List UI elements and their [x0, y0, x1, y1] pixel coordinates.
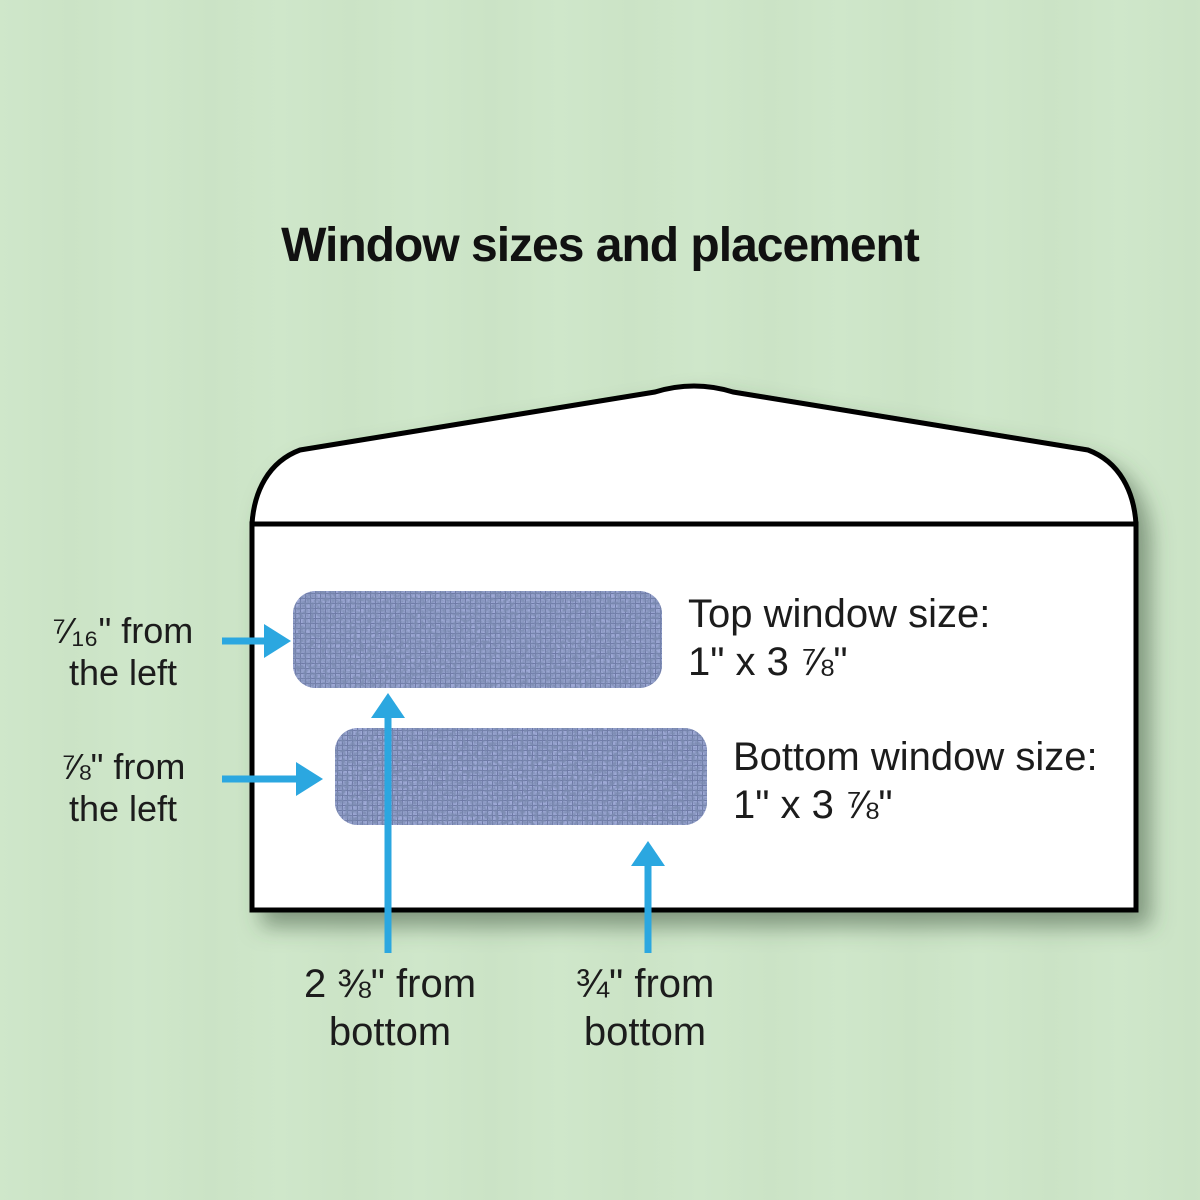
label-line: bottom — [328, 1010, 452, 1054]
label-line: 1" x 3 ⅞" — [733, 783, 893, 827]
label-line: ¾" from — [575, 962, 715, 1006]
label-line: 2 ⅜" from — [303, 962, 477, 1006]
top-window-size-label: Top window size: 1" x 3 ⅞" — [688, 590, 990, 686]
bottom-window-left-arrow-icon — [222, 762, 323, 796]
label-line: the left — [68, 652, 178, 694]
top-window-bottom-offset-label: 2 ⅜" from bottom — [260, 960, 520, 1056]
top-window-texture — [293, 591, 662, 688]
bottom-window-size-label: Bottom window size: 1" x 3 ⅞" — [733, 733, 1098, 829]
label-line: ⅞" from — [60, 746, 186, 787]
envelope-body — [249, 521, 1139, 913]
label-line: the left — [68, 788, 178, 830]
bottom-window-left-offset-label: ⅞" from the left — [13, 746, 233, 831]
label-line: 1" x 3 ⅞" — [688, 640, 848, 684]
page-title: Window sizes and placement — [281, 219, 920, 272]
bottom-window-texture — [335, 728, 707, 825]
bottom-window-bottom-arrow-icon — [631, 841, 665, 953]
bottom-window — [335, 728, 707, 825]
bottom-window-bottom-offset-label: ¾" from bottom — [515, 960, 775, 1056]
label-line: ⁷⁄₁₆" from — [52, 610, 194, 651]
label-line: Top window size: — [688, 592, 991, 636]
top-window — [293, 591, 662, 688]
top-window-left-offset-label: ⁷⁄₁₆" from the left — [13, 610, 233, 695]
label-line: Bottom window size: — [733, 735, 1098, 779]
label-line: bottom — [583, 1010, 707, 1054]
envelope-flap — [249, 383, 1139, 527]
